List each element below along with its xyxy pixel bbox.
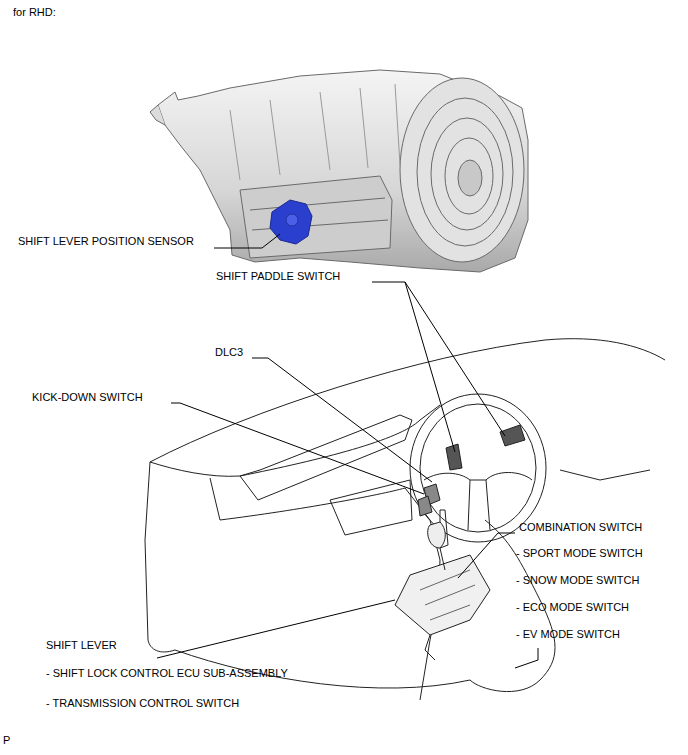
part-label: - ECO MODE SWITCH <box>516 601 629 614</box>
part-label: - EV MODE SWITCH <box>516 628 620 641</box>
heading: for RHD: <box>13 6 56 19</box>
leader-lines <box>157 234 538 668</box>
page-mark: P <box>3 734 10 747</box>
dashboard <box>145 339 665 700</box>
part-label: - SHIFT LOCK CONTROL ECU SUB-ASSEMBLY <box>46 667 288 680</box>
part-label: SHIFT LEVER POSITION SENSOR <box>18 235 194 248</box>
part-label: COMBINATION SWITCH <box>519 521 642 534</box>
part-label: SHIFT LEVER <box>46 639 117 652</box>
part-label: - SPORT MODE SWITCH <box>516 547 643 560</box>
part-label: - TRANSMISSION CONTROL SWITCH <box>46 697 239 710</box>
transmission <box>150 70 528 272</box>
part-label: KICK-DOWN SWITCH <box>32 391 143 404</box>
part-label: DLC3 <box>215 346 243 359</box>
part-label: SHIFT PADDLE SWITCH <box>216 270 340 283</box>
part-label: - SNOW MODE SWITCH <box>516 574 639 587</box>
